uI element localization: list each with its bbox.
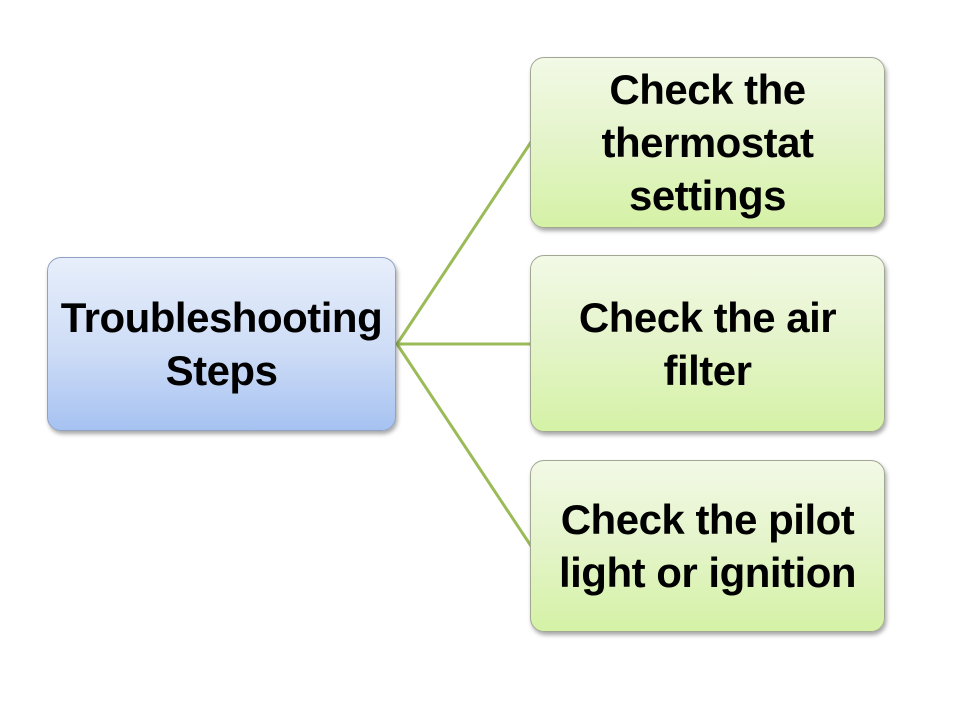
hub-node-troubleshooting-steps: Troubleshooting Steps [47,257,396,431]
node-label: Check the thermostat settings [601,66,814,219]
node-label: Check the pilot light or ignition [558,496,857,596]
node-check-thermostat-settings: Check the thermostat settings [530,57,885,228]
node-check-air-filter: Check the air filter [530,255,885,432]
node-label: Check the air filter [578,293,837,394]
connector-line-pilot-light [395,342,533,548]
hub-node-label: Troubleshooting Steps [60,294,383,394]
node-check-pilot-light-ignition: Check the pilot light or ignition [530,460,885,632]
connector-line-thermostat [395,140,533,346]
